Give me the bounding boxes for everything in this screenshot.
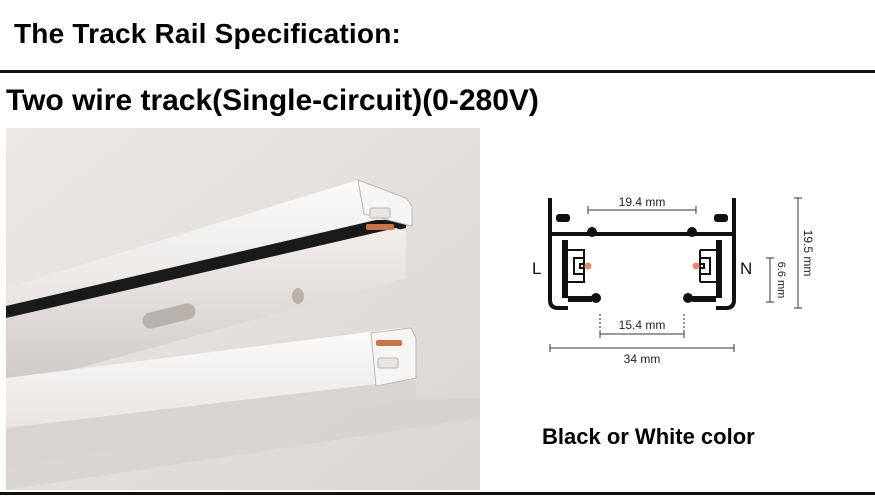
dim-slot-label: 6.6 mm	[775, 262, 787, 299]
track-rail-photo	[6, 128, 480, 490]
live-terminal-label: L	[532, 259, 541, 278]
dim-bottom-inner-label: 15.4 mm	[619, 318, 666, 332]
dim-top-inner-label: 19.4 mm	[619, 195, 666, 209]
bottom-divider	[0, 492, 875, 495]
track-type-heading: Two wire track(Single-circuit)(0-280V)	[6, 84, 539, 117]
rail-profile-diagram: 19.4 mm 15.4 mm 34 mm 19.5 mm	[522, 178, 822, 378]
dim-overall-width-label: 34 mm	[624, 352, 661, 366]
color-options-caption: Black or White color	[542, 424, 755, 449]
dim-height-label: 19.5 mm	[801, 230, 815, 277]
page-title: The Track Rail Specification:	[14, 18, 402, 49]
title-divider	[0, 70, 875, 73]
neutral-terminal-label: N	[740, 259, 752, 278]
